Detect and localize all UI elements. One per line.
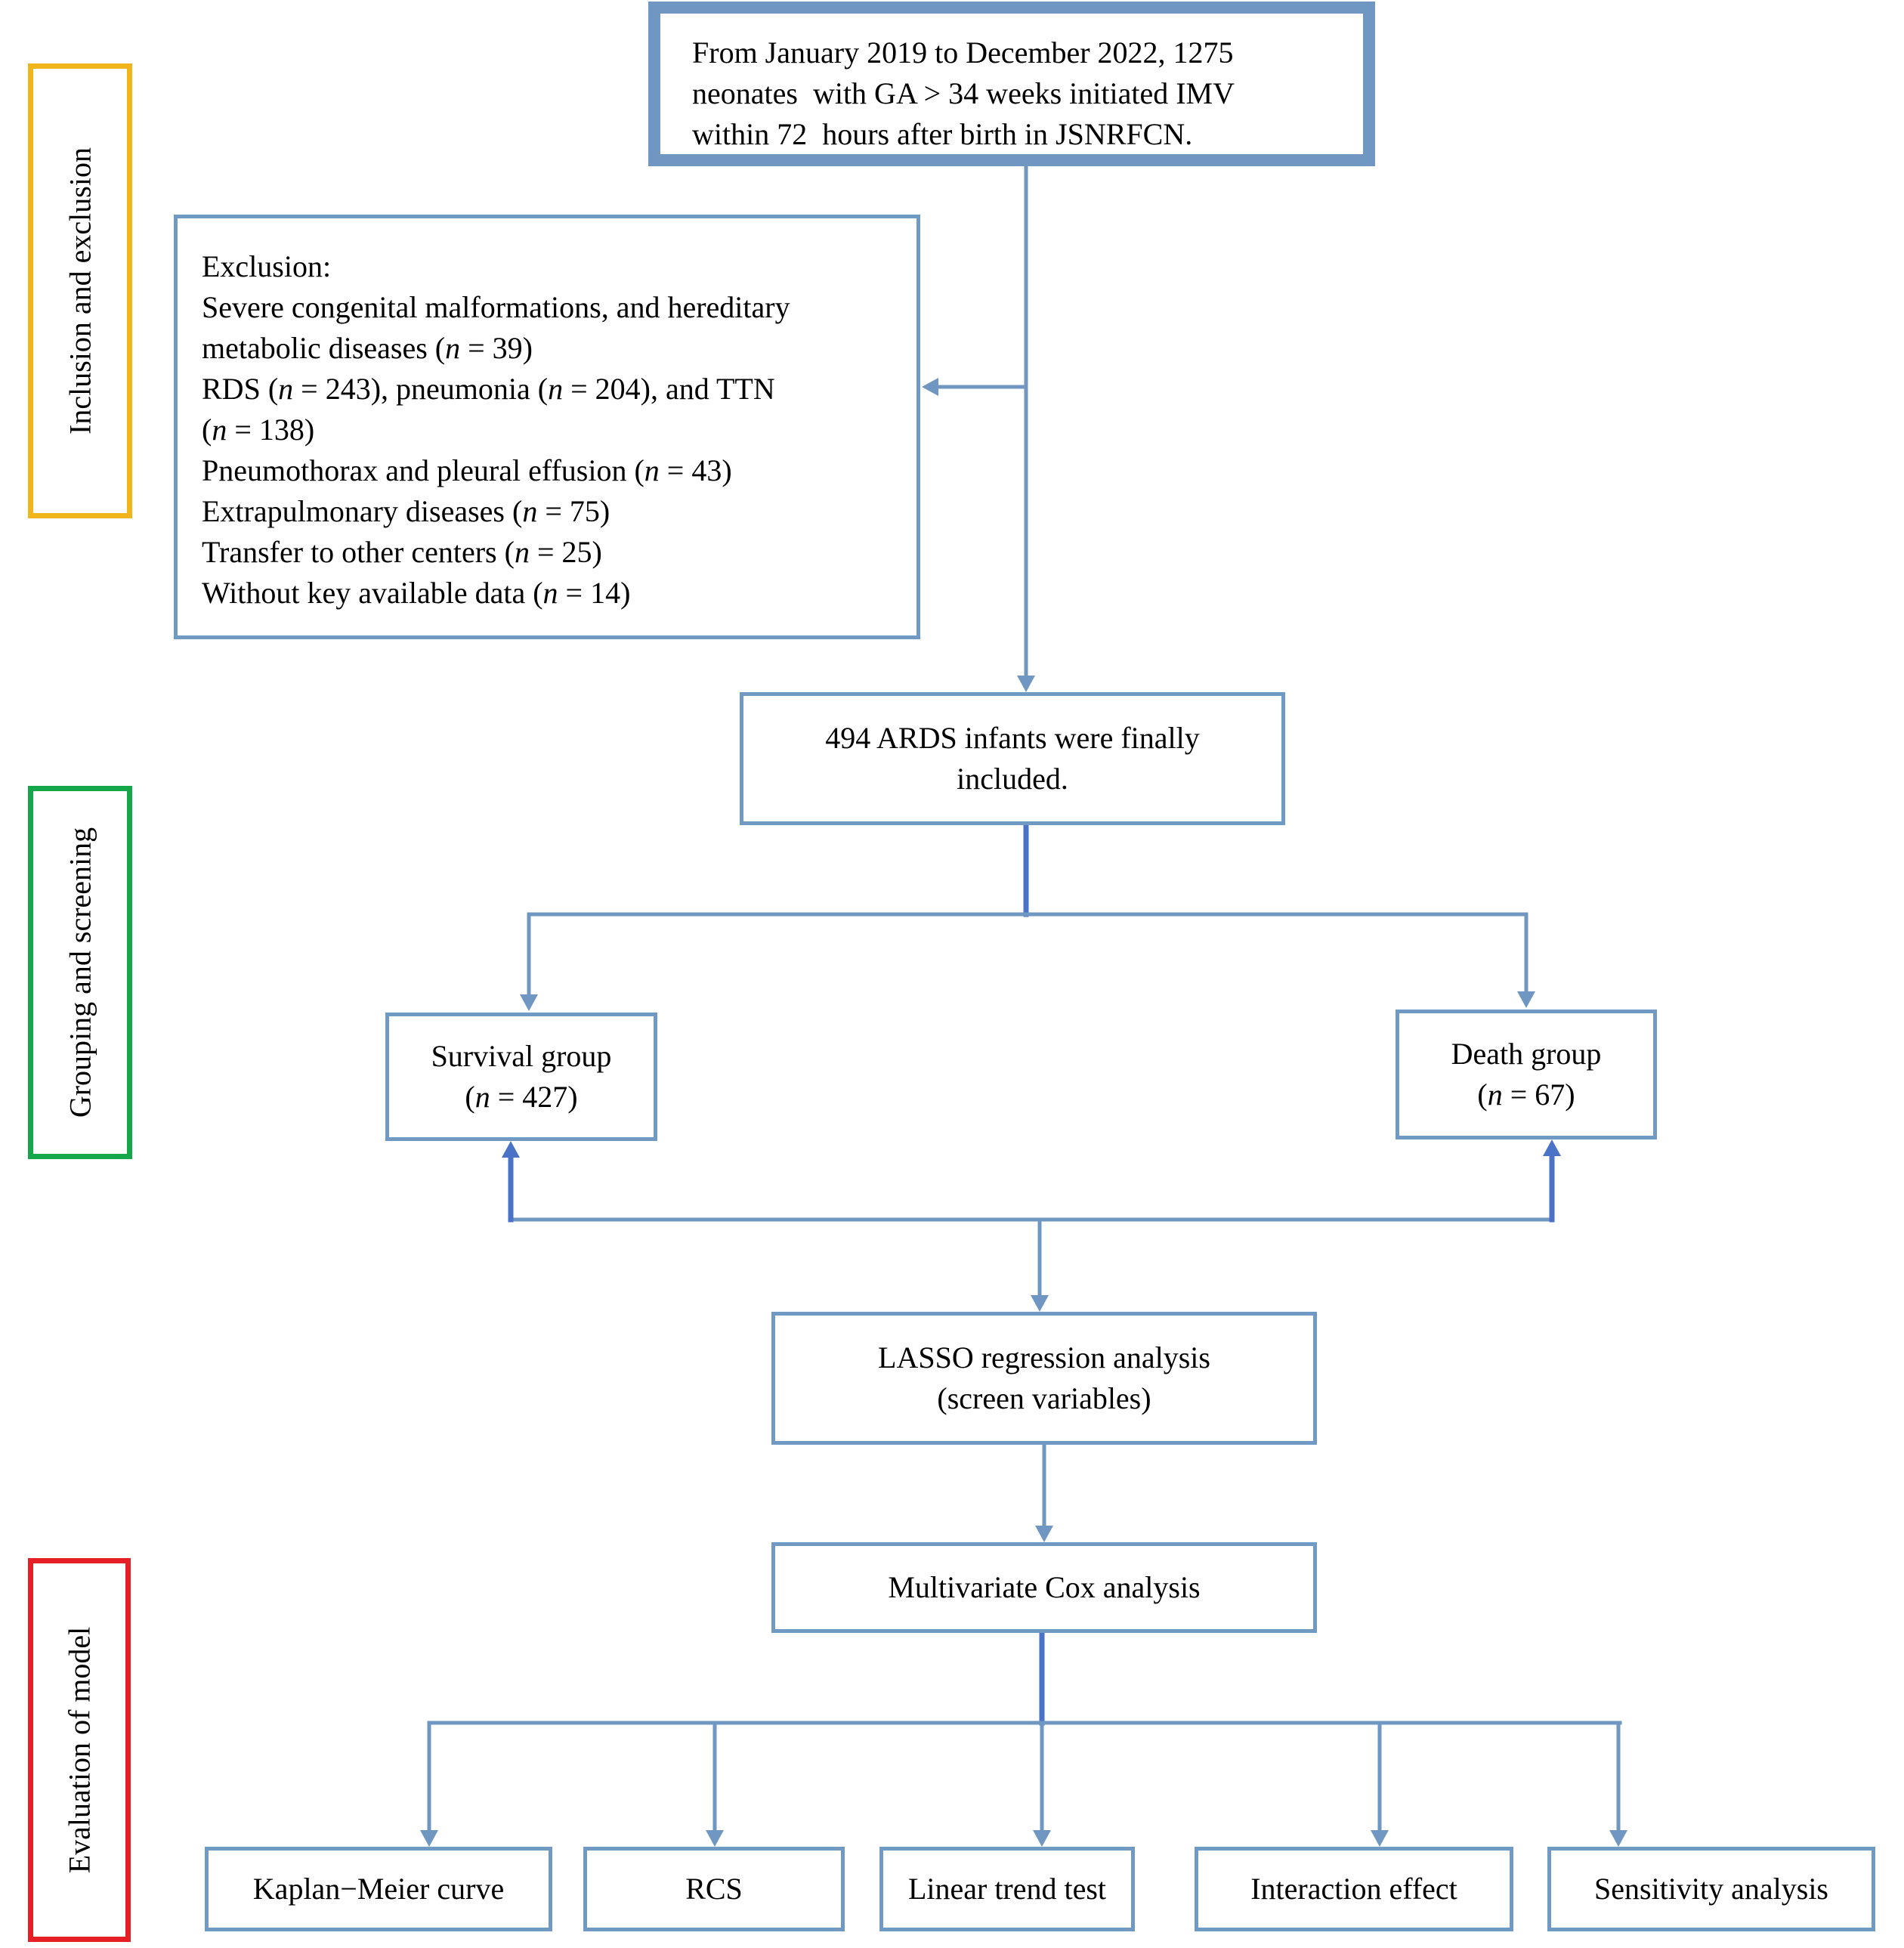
exclusion-line-transfer: Transfer to other centers (n = 25) xyxy=(202,535,602,569)
exclusion-line-pneumothorax: Pneumothorax and pleural effusion (n = 4… xyxy=(202,453,732,487)
stage-inclusion-exclusion: Inclusion and exclusion xyxy=(28,63,132,518)
arrow-to-survival xyxy=(520,994,538,1011)
sensitivity-analysis-label: Sensitivity analysis xyxy=(1594,1872,1828,1906)
interaction-effect-label: Interaction effect xyxy=(1250,1872,1457,1906)
arrow-to-trend xyxy=(1033,1830,1051,1847)
cohort-source-box: From January 2019 to December 2022, 1275… xyxy=(648,2,1375,166)
arrow-to-sensitivity xyxy=(1609,1830,1627,1847)
cohort-source-line-2: neonates with GA > 34 weeks initiated IM… xyxy=(692,76,1235,110)
arrow-to-lasso xyxy=(1031,1295,1049,1312)
death-group-title: Death group xyxy=(1451,1037,1602,1071)
stage-evaluation-label: Evaluation of model xyxy=(62,1626,97,1874)
exclusion-line-rds-pneumonia-ttn: RDS (n = 243), pneumonia (n = 204), and … xyxy=(202,372,775,406)
death-group-box: Death group (n = 67) xyxy=(1396,1010,1657,1139)
kaplan-meier-box: Kaplan−Meier curve xyxy=(205,1847,552,1931)
cox-analysis-box: Multivariate Cox analysis xyxy=(771,1542,1317,1633)
exclusion-line-ttn-count: (n = 138) xyxy=(202,413,315,447)
exclusion-line-extrapulmonary: Extrapulmonary diseases (n = 75) xyxy=(202,494,610,528)
arrow-to-cox xyxy=(1035,1526,1053,1542)
arrow-up-death xyxy=(1543,1139,1561,1156)
survival-group-box: Survival group (n = 427) xyxy=(385,1013,657,1141)
arrow-to-death xyxy=(1517,991,1535,1008)
exclusion-line-metabolic: metabolic diseases (n = 39) xyxy=(202,331,533,365)
arrow-to-exclusion xyxy=(922,378,938,396)
exclusion-heading: Exclusion: xyxy=(202,249,332,283)
lasso-line-1: LASSO regression analysis xyxy=(878,1340,1210,1374)
survival-group-count: (n = 427) xyxy=(465,1080,578,1114)
linear-trend-box: Linear trend test xyxy=(879,1847,1135,1931)
cohort-source-line-3: within 72 hours after birth in JSNRFCN. xyxy=(692,117,1193,151)
linear-trend-label: Linear trend test xyxy=(907,1872,1107,1906)
arrow-up-survival xyxy=(502,1141,520,1158)
death-group-count: (n = 67) xyxy=(1477,1078,1575,1112)
exclusion-box: Exclusion: Severe congenital malformatio… xyxy=(174,215,920,639)
exclusion-line-missing-data: Without key available data (n = 14) xyxy=(202,576,631,610)
stage-evaluation-model: Evaluation of model xyxy=(28,1558,131,1942)
sensitivity-analysis-box: Sensitivity analysis xyxy=(1547,1847,1875,1931)
arrow-to-km xyxy=(420,1830,438,1847)
interaction-effect-box: Interaction effect xyxy=(1195,1847,1513,1931)
cohort-source-line-1: From January 2019 to December 2022, 1275 xyxy=(692,36,1234,70)
cox-analysis-label: Multivariate Cox analysis xyxy=(888,1570,1201,1604)
lasso-line-2: (screen variables) xyxy=(937,1381,1151,1415)
stage-inclusion-label: Inclusion and exclusion xyxy=(63,147,97,434)
lasso-regression-box: LASSO regression analysis (screen variab… xyxy=(771,1312,1317,1445)
stage-grouping-label: Grouping and screening xyxy=(63,827,97,1118)
exclusion-line-malformations: Severe congenital malformations, and her… xyxy=(202,290,790,324)
arrow-to-rcs xyxy=(706,1830,724,1847)
included-line-2: included. xyxy=(957,762,1068,796)
rcs-box: RCS xyxy=(583,1847,845,1931)
included-infants-box: 494 ARDS infants were finally included. xyxy=(740,692,1285,825)
rcs-label: RCS xyxy=(685,1872,743,1906)
arrow-to-interaction xyxy=(1371,1830,1389,1847)
included-line-1: 494 ARDS infants were finally xyxy=(825,721,1200,755)
stage-grouping-screening: Grouping and screening xyxy=(28,786,132,1159)
kaplan-meier-label: Kaplan−Meier curve xyxy=(252,1872,505,1906)
survival-group-title: Survival group xyxy=(431,1039,612,1073)
arrow-to-included xyxy=(1017,676,1035,692)
